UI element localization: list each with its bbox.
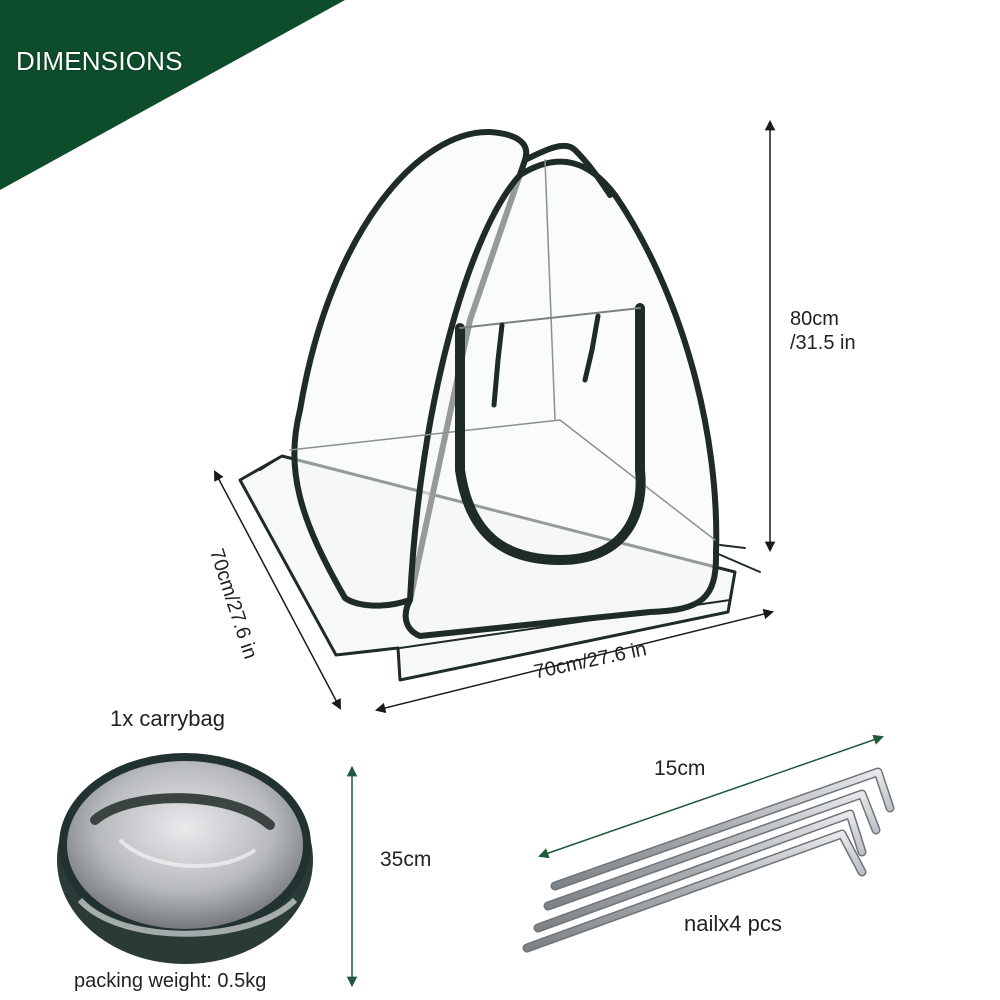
tent-height-label: 80cm /31.5 in xyxy=(790,308,856,354)
banner-triangle xyxy=(0,0,345,190)
width-arrow xyxy=(374,608,775,714)
nail-length-label: 15cm xyxy=(654,757,706,780)
carrybag-title: 1x carrybag xyxy=(110,706,225,731)
packing-weight-label: packing weight: 0.5kg xyxy=(74,970,267,992)
tent-tie-right xyxy=(582,313,601,383)
tent-illustration xyxy=(238,128,761,682)
carrybag-illustration xyxy=(57,753,313,964)
carrybag-height-label: 35cm xyxy=(380,848,432,871)
tent-tie-left xyxy=(491,322,505,408)
depth-arrow xyxy=(214,470,341,710)
nail-count-label: nailx4 pcs xyxy=(684,911,782,936)
nail-length-arrow xyxy=(538,734,884,859)
tent-door xyxy=(455,303,646,565)
banner-title: DIMENSIONS xyxy=(16,46,183,76)
